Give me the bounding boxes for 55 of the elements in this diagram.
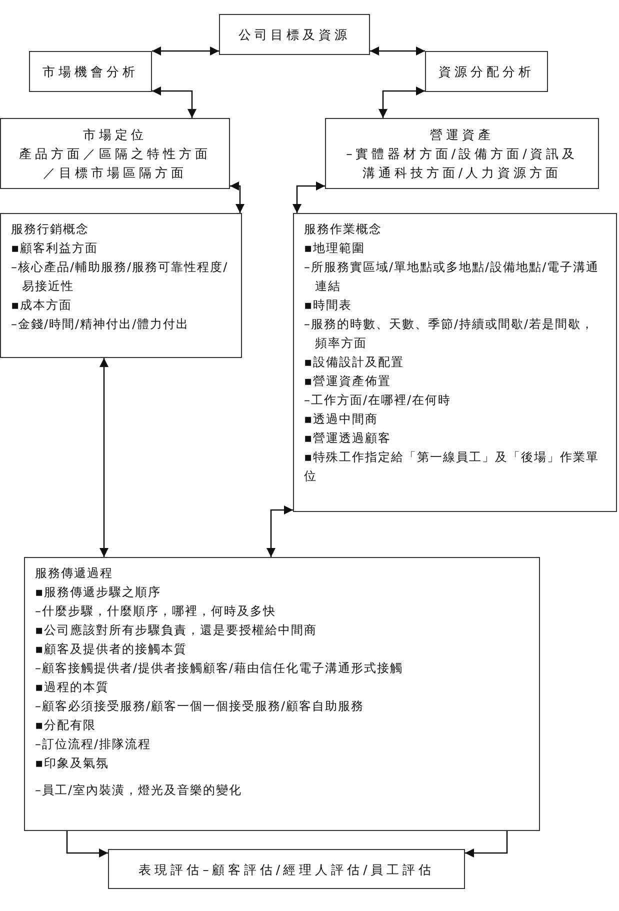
arrow	[292, 182, 325, 213]
box-heading: 服務行銷概念	[11, 221, 90, 238]
box-text: –實體器材方面/設備方面/資訊及溝通科技方面/人力資源方面	[345, 145, 579, 182]
box-text: ▪營運資產佈置	[304, 373, 392, 390]
box-heading: 市場機會分析	[42, 63, 138, 81]
arrow	[465, 831, 508, 858]
concept-box	[325, 118, 599, 189]
analysis-box	[29, 51, 152, 92]
box-text: ▪透過中間商	[304, 411, 380, 428]
arrow	[266, 506, 293, 557]
box-text: ▪印象及氣氛	[35, 755, 110, 772]
title-box	[219, 14, 370, 55]
box-text: ▪服務傳遞步驟之順序	[35, 584, 162, 601]
arrow	[152, 86, 196, 118]
box-text: –所服務實區域/單地點或多地點/設備地點/電子溝通連結	[304, 259, 600, 295]
concept-box	[293, 213, 617, 512]
box-text: –顧客必須接受服務/顧客一個一個接受服務/顧客自助服務	[35, 698, 366, 715]
arrow	[230, 182, 244, 213]
box-text: ▪公司應該對所有步驟負責，還是要授權給中間商	[35, 622, 318, 639]
box-text: ▪過程的本質	[35, 679, 110, 696]
box-text: ▪時間表	[304, 297, 354, 314]
analysis-box	[425, 51, 548, 92]
box-text: –什麼步驟，什麼順序，哪裡，何時及多快	[35, 603, 277, 620]
box-heading: 表現評估–顧客評估/經理人評估/員工評估	[138, 860, 434, 878]
box-text: ▪成本方面	[11, 297, 74, 314]
box-heading: 公司目標及資源	[238, 26, 350, 44]
arrow	[152, 46, 219, 56]
box-text: –訂位流程/排隊流程	[35, 736, 152, 753]
box-text: ▪顧客利益方面	[11, 240, 100, 257]
box-text: ▪地理範圍	[304, 240, 366, 257]
box-text: ▪特殊工作指定給「第一線員工」及「後場」作業單位	[304, 449, 600, 485]
box-heading: 市場定位	[83, 126, 147, 144]
arrow	[370, 46, 425, 56]
concept-box	[0, 213, 242, 358]
process-box	[24, 557, 540, 831]
arrow	[100, 358, 108, 557]
box-text: –金錢/時間/精神付出/體力付出	[11, 316, 190, 333]
box-text: ▪分配有限	[35, 717, 98, 734]
arrow	[378, 86, 425, 118]
box-text: –顧客接觸提供者/提供者接觸顧客/藉由信任化電子溝通形式接觸	[35, 660, 404, 677]
box-text: –核心產品/輔助服務/服務可靠性程度/易接近性	[11, 259, 230, 295]
box-text: ▪營運透過顧客	[304, 430, 392, 447]
box-text: 產品方面／區隔之特性方面／目標市場區隔方面	[18, 145, 212, 182]
evaluation-box	[108, 849, 465, 889]
box-text: ▪設備設計及配置	[304, 354, 406, 371]
box-text: –工作方面/在哪裡/在何時	[304, 392, 452, 409]
box-heading: 營運資產	[430, 126, 494, 144]
box-heading: 服務作業概念	[304, 221, 383, 238]
box-text: –服務的時數、天數、季節/持續或間歇/若是間歇，頻率方面	[304, 316, 596, 352]
arrow	[66, 831, 108, 858]
concept-box	[0, 118, 230, 189]
box-text: ▪顧客及提供者的接觸本質	[35, 641, 188, 658]
box-heading: 服務傳遞過程	[35, 565, 114, 582]
box-text: –員工/室內裝潢，燈光及音樂的變化	[35, 782, 244, 799]
box-heading: 資源分配分析	[438, 63, 534, 81]
